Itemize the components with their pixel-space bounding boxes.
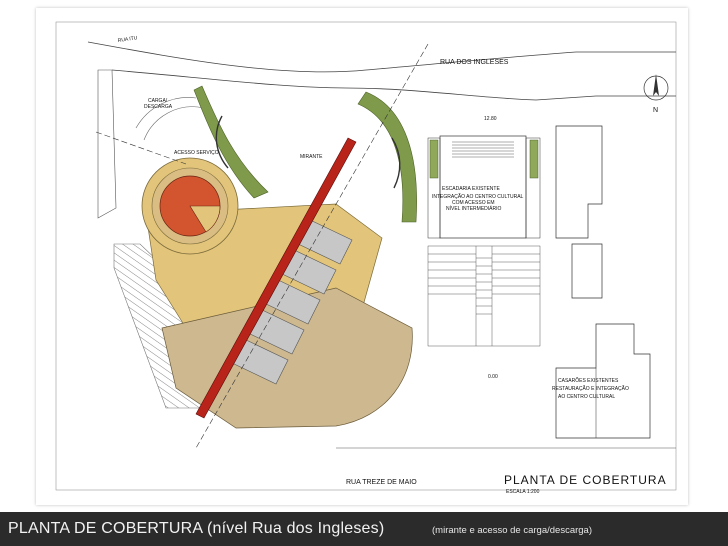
label-level-1280: 12.80 <box>484 116 497 122</box>
label-casaroes-1: CASARÕES EXISTENTES <box>558 377 619 384</box>
label-escadaria-4: NÍVEL INTERMEDIÁRIO <box>446 205 501 212</box>
stair-run-lower <box>427 245 541 347</box>
street-label-bottom: RUA TREZE DE MAIO <box>346 479 417 486</box>
road-edge-top <box>87 41 577 73</box>
site-plan-drawing: RUA ITU <box>55 21 677 495</box>
road-edge-inner <box>111 69 597 101</box>
drawing-frame <box>55 21 677 491</box>
building-right-casaroes <box>555 323 651 439</box>
north-arrow-icon <box>643 74 669 101</box>
caption-sub: (mirante e acesso de carga/descarga) <box>432 525 592 536</box>
label-carga-1: CARGA/ <box>148 98 168 104</box>
label-casaroes-2: RESTAURAÇÃO E INTEGRAÇÃO <box>552 385 629 392</box>
stair-center-steps <box>476 257 492 315</box>
label-mirante: MIRANTE <box>300 154 323 160</box>
label-carga-2: DESCARGA <box>144 104 173 110</box>
section-line-diagonal <box>195 43 429 449</box>
plaza-outline <box>97 69 117 219</box>
label-escadaria-1: ESCADARIA EXISTENTE <box>442 186 500 192</box>
label-escadaria-2: INTEGRAÇÃO AO CENTRO CULTURAL <box>432 193 524 200</box>
caption-bar: PLANTA DE COBERTURA (nível Rua dos Ingle… <box>0 512 728 546</box>
bench-arc-left <box>215 115 229 169</box>
planter-left <box>193 85 269 199</box>
label-acesso-servico: ACESSO SERVIÇO <box>174 150 219 156</box>
plaza-arc-2 <box>143 106 205 141</box>
road-curb-right <box>576 51 676 97</box>
building-right-mid <box>571 243 603 299</box>
road-label-top: RUA ITU <box>117 35 138 44</box>
street-label-top: RUA DOS INGLESES <box>440 59 509 66</box>
stair-planter-1 <box>429 139 439 179</box>
label-escadaria-3: COM ACESSO EM <box>452 200 495 206</box>
stair-side-right <box>525 137 541 239</box>
drawing-sheet: RUA ITU <box>36 8 688 505</box>
sheet-scale: ESCALA 1:200 <box>506 489 540 495</box>
caption-main: PLANTA DE COBERTURA (nível Rua dos Ingle… <box>8 520 385 537</box>
label-casaroes-3: AO CENTRO CULTURAL <box>558 394 615 400</box>
sheet-title: PLANTA DE COBERTURA <box>504 473 667 487</box>
section-line-left <box>95 131 187 165</box>
bench-arc-right <box>391 137 401 189</box>
north-label: N <box>653 107 658 114</box>
roof-brown <box>161 287 413 429</box>
circular-building-cut <box>189 205 221 233</box>
building-right-top <box>555 125 603 239</box>
planter-right <box>357 91 417 223</box>
red-beam <box>195 137 357 419</box>
plaza-arc-1 <box>135 97 197 129</box>
stair-steps-top <box>452 141 514 158</box>
stair-side-left <box>427 137 441 239</box>
stair-planter-2 <box>529 139 539 179</box>
label-level-000: 0.00 <box>488 374 498 380</box>
